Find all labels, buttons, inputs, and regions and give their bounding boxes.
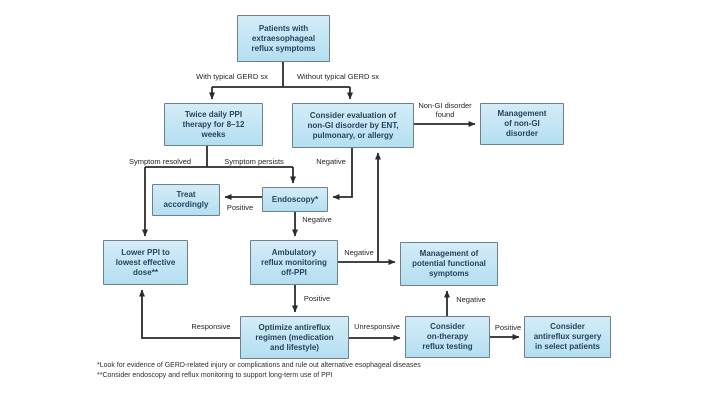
edge-label-negative-to-endoscopy: Negative	[316, 157, 346, 166]
edge-label-positive-on-therapy: Positive	[494, 323, 522, 332]
flow-node-patients: Patients with extraesophageal reflux sym…	[237, 15, 330, 62]
footnote-2: **Consider endoscopy and reflux monitori…	[97, 372, 333, 379]
edge-label-without-typical-gerd: Without typical GERD sx	[296, 72, 380, 81]
flow-node-on-therapy-testing: Consider on-therapy reflux testing	[405, 316, 490, 358]
edge-label-symptom-resolved: Symptom resolved	[128, 157, 192, 166]
flow-node-consider-evaluation: Consider evaluation of non-GI disorder b…	[292, 103, 414, 148]
edge-label-negative-endoscopy-down: Negative	[302, 215, 332, 224]
flow-node-treat-accordingly: Treat accordingly	[152, 184, 220, 216]
flow-node-management-functional: Management of potential functional sympt…	[400, 242, 498, 286]
flow-node-antireflux-surgery: Consider antireflux surgery in select pa…	[524, 316, 611, 358]
flow-node-optimize-antireflux: Optimize antireflux regimen (medication …	[240, 316, 349, 359]
edge-label-non-gi-disorder-found: Non-GI disorder found	[418, 101, 472, 119]
edge-label-positive-ambulatory: Positive	[303, 294, 331, 303]
edge-label-with-typical-gerd: With typical GERD sx	[196, 72, 268, 81]
edge-label-positive-endoscopy: Positive	[226, 203, 254, 212]
edge-label-negative-on-therapy: Negative	[456, 295, 486, 304]
edge-label-symptom-persists: Symptom persists	[224, 157, 284, 166]
flow-node-ambulatory-monitoring: Ambulatory reflux monitoring off-PPI	[250, 240, 338, 285]
edge-responsive-to-lower-ppi	[139, 289, 240, 339]
edge-label-unresponsive: Unresponsive	[354, 322, 400, 331]
edge-label-responsive: Responsive	[191, 322, 231, 331]
footnote-1: *Look for evidence of GERD-related injur…	[97, 362, 421, 369]
flow-node-twice-daily-ppi: Twice daily PPI therapy for 8–12 weeks	[164, 103, 263, 146]
flow-node-management-non-gi: Management of non-GI disorder	[480, 103, 564, 145]
edge-negative-to-endoscopy	[332, 148, 353, 200]
flow-node-lower-ppi: Lower PPI to lowest effective dose**	[103, 240, 188, 285]
edge-label-negative-ambulatory: Negative	[344, 248, 374, 257]
flow-node-endoscopy: Endoscopy*	[262, 187, 328, 212]
